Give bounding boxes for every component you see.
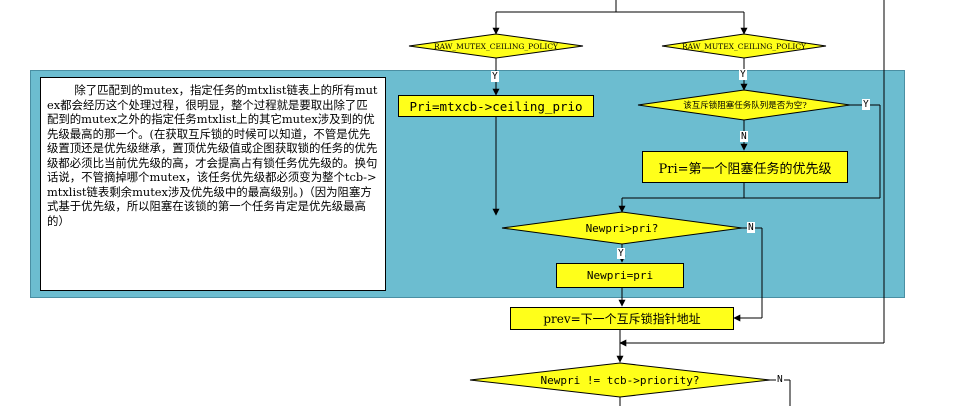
- ceiling-prio-process: Pri=mtxcb->ceiling_prio: [398, 95, 594, 117]
- queue-no-tag: N: [740, 131, 748, 142]
- newpri-assign-process: Newpri=pri: [556, 263, 684, 288]
- first-blocked-process: Pri=第一个阻塞任务的优先级: [642, 151, 848, 183]
- left-policy-decision: [408, 33, 584, 59]
- queue-yes-tag: Y: [862, 99, 870, 110]
- right-policy-label: RAW_MUTEX_CEILING_POLICY: [681, 41, 807, 51]
- newpri-gt-pri-decision: [501, 211, 743, 245]
- explanation-note: 除了匹配到的mutex，指定任务的mtxlist链表上的所有mutex都会经历这…: [40, 77, 386, 291]
- right-policy-decision: [661, 33, 827, 59]
- left-policy-label: RAW_MUTEX_CEILING_POLICY: [433, 41, 559, 51]
- newpri-ne-priority-label: Newpri != tcb->priority?: [540, 373, 700, 387]
- final-no-tag: N: [776, 374, 784, 385]
- newpri-gt-pri-label: Newpri>pri?: [585, 221, 659, 235]
- queue-empty-decision: [637, 89, 851, 121]
- gt-yes-tag: Y: [617, 248, 625, 259]
- newpri-ne-priority-decision: [469, 362, 771, 398]
- right-yes-tag: Y: [739, 69, 747, 80]
- left-yes-tag: Y: [491, 71, 499, 82]
- prev-next-process: prev=下一个互斥锁指针地址: [510, 307, 734, 330]
- queue-empty-label: 该互斥锁阻塞任务队列是否为空?: [683, 101, 807, 111]
- gt-no-tag: N: [747, 222, 755, 233]
